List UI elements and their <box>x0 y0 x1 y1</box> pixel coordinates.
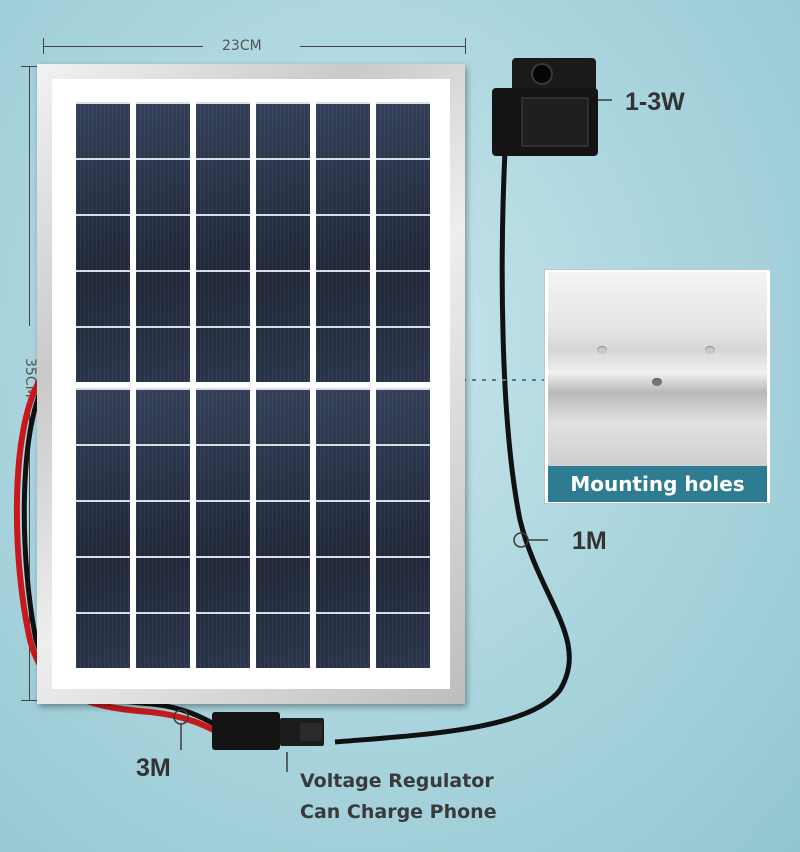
panel-cable-length-label: 3M <box>136 754 171 782</box>
pump-power-label: 1-3W <box>625 88 685 116</box>
width-dimension-line-left <box>43 46 203 47</box>
solar-cell-column <box>136 102 190 382</box>
regulator-plug-tip <box>300 723 322 741</box>
width-dimension-label: 23CM <box>222 38 262 54</box>
solar-cell-column <box>316 388 370 668</box>
regulator-label-line2: Can Charge Phone <box>300 801 497 823</box>
solar-cell-column <box>376 102 430 382</box>
mounting-holes-photo <box>548 272 767 466</box>
height-dimension-line-bottom <box>29 400 30 700</box>
mounting-holes-label: Mounting holes <box>548 466 767 502</box>
height-dimension-tick-top <box>21 66 37 67</box>
mounting-screw <box>652 378 662 386</box>
height-dimension-tick-bottom <box>21 700 37 701</box>
width-dimension-tick-left <box>43 38 44 54</box>
solar-cell-grid <box>76 102 430 668</box>
pump-outlet <box>531 63 553 85</box>
solar-cell-column <box>196 388 250 668</box>
width-dimension-tick-right <box>465 38 466 54</box>
solar-cell-column <box>256 388 310 668</box>
solar-cell-column <box>196 102 250 382</box>
pump-label-sticker <box>521 97 589 147</box>
solar-cell-column <box>136 388 190 668</box>
mounting-hole <box>705 346 715 354</box>
height-dimension-line-top <box>29 66 30 326</box>
regulator-body <box>212 712 280 750</box>
pump-cable-length-label: 1M <box>572 527 607 555</box>
solar-cell-column <box>376 388 430 668</box>
regulator-label-line1: Voltage Regulator <box>300 770 494 792</box>
width-dimension-line-right <box>300 46 465 47</box>
solar-cell-column <box>76 388 130 668</box>
pump-cable <box>334 149 572 745</box>
solar-cell-column <box>256 102 310 382</box>
mounting-hole <box>597 346 607 354</box>
solar-cell-column <box>316 102 370 382</box>
solar-cell-column <box>76 102 130 382</box>
